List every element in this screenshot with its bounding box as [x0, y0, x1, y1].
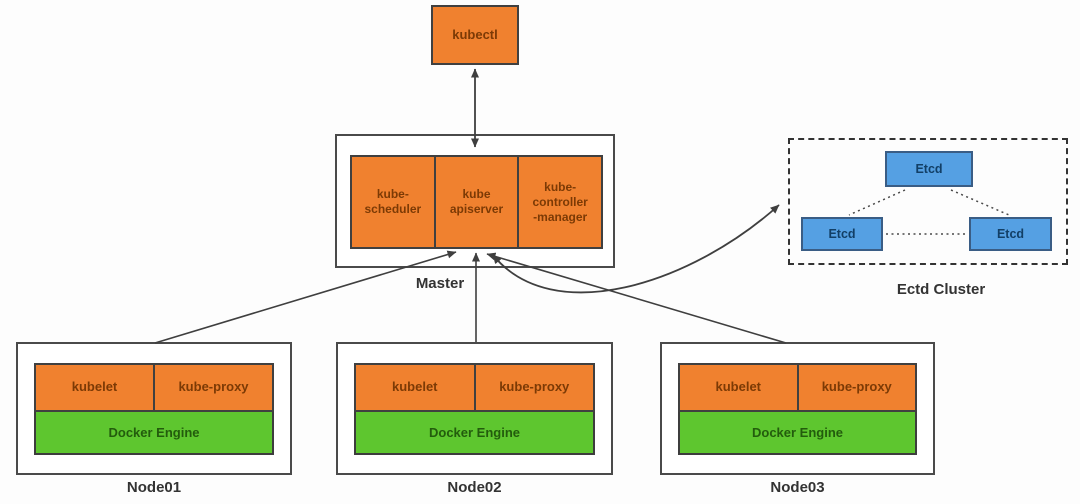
- node02-box: kubelet kube-proxy Docker Engine: [336, 342, 613, 475]
- node03-inner: kubelet kube-proxy Docker Engine: [678, 363, 917, 455]
- node03-kubelet-box: kubelet: [678, 363, 799, 412]
- node02-label: Node02: [447, 479, 502, 496]
- node02-inner: kubelet kube-proxy Docker Engine: [354, 363, 595, 455]
- kubectl-box: kubectl: [431, 5, 519, 65]
- node03-box: kubelet kube-proxy Docker Engine: [660, 342, 935, 475]
- etcd-right-box: Etcd: [969, 217, 1052, 251]
- node01-docker-engine-box: Docker Engine: [34, 410, 274, 455]
- node01-inner: kubelet kube-proxy Docker Engine: [34, 363, 274, 455]
- node01-label: Node01: [126, 479, 182, 496]
- kube-scheduler-box: kube- scheduler: [350, 155, 436, 249]
- node02-docker-engine-box: Docker Engine: [354, 410, 595, 455]
- node01-kube-proxy-box: kube-proxy: [153, 363, 274, 412]
- master-components-row: kube- scheduler kube apiserver kube- con…: [350, 155, 604, 249]
- etcd-left-box: Etcd: [801, 217, 883, 251]
- master-label: Master: [415, 275, 465, 292]
- node01-kubelet-box: kubelet: [34, 363, 155, 412]
- kube-controller-manager-box: kube- controller -manager: [517, 155, 604, 249]
- master-box: kube- scheduler kube apiserver kube- con…: [335, 134, 615, 268]
- node03-label: Node03: [770, 479, 825, 496]
- node03-kube-proxy-box: kube-proxy: [796, 363, 917, 412]
- etcd-cluster-label: Ectd Cluster: [896, 281, 986, 298]
- node01-box: kubelet kube-proxy Docker Engine: [16, 342, 292, 475]
- kube-apiserver-box: kube apiserver: [433, 155, 520, 249]
- etcd-top-box: Etcd: [885, 151, 973, 187]
- etcd-cluster-box: [788, 138, 1068, 265]
- node02-kubelet-box: kubelet: [354, 363, 476, 412]
- node03-docker-engine-box: Docker Engine: [678, 410, 917, 455]
- node02-kube-proxy-box: kube-proxy: [473, 363, 595, 412]
